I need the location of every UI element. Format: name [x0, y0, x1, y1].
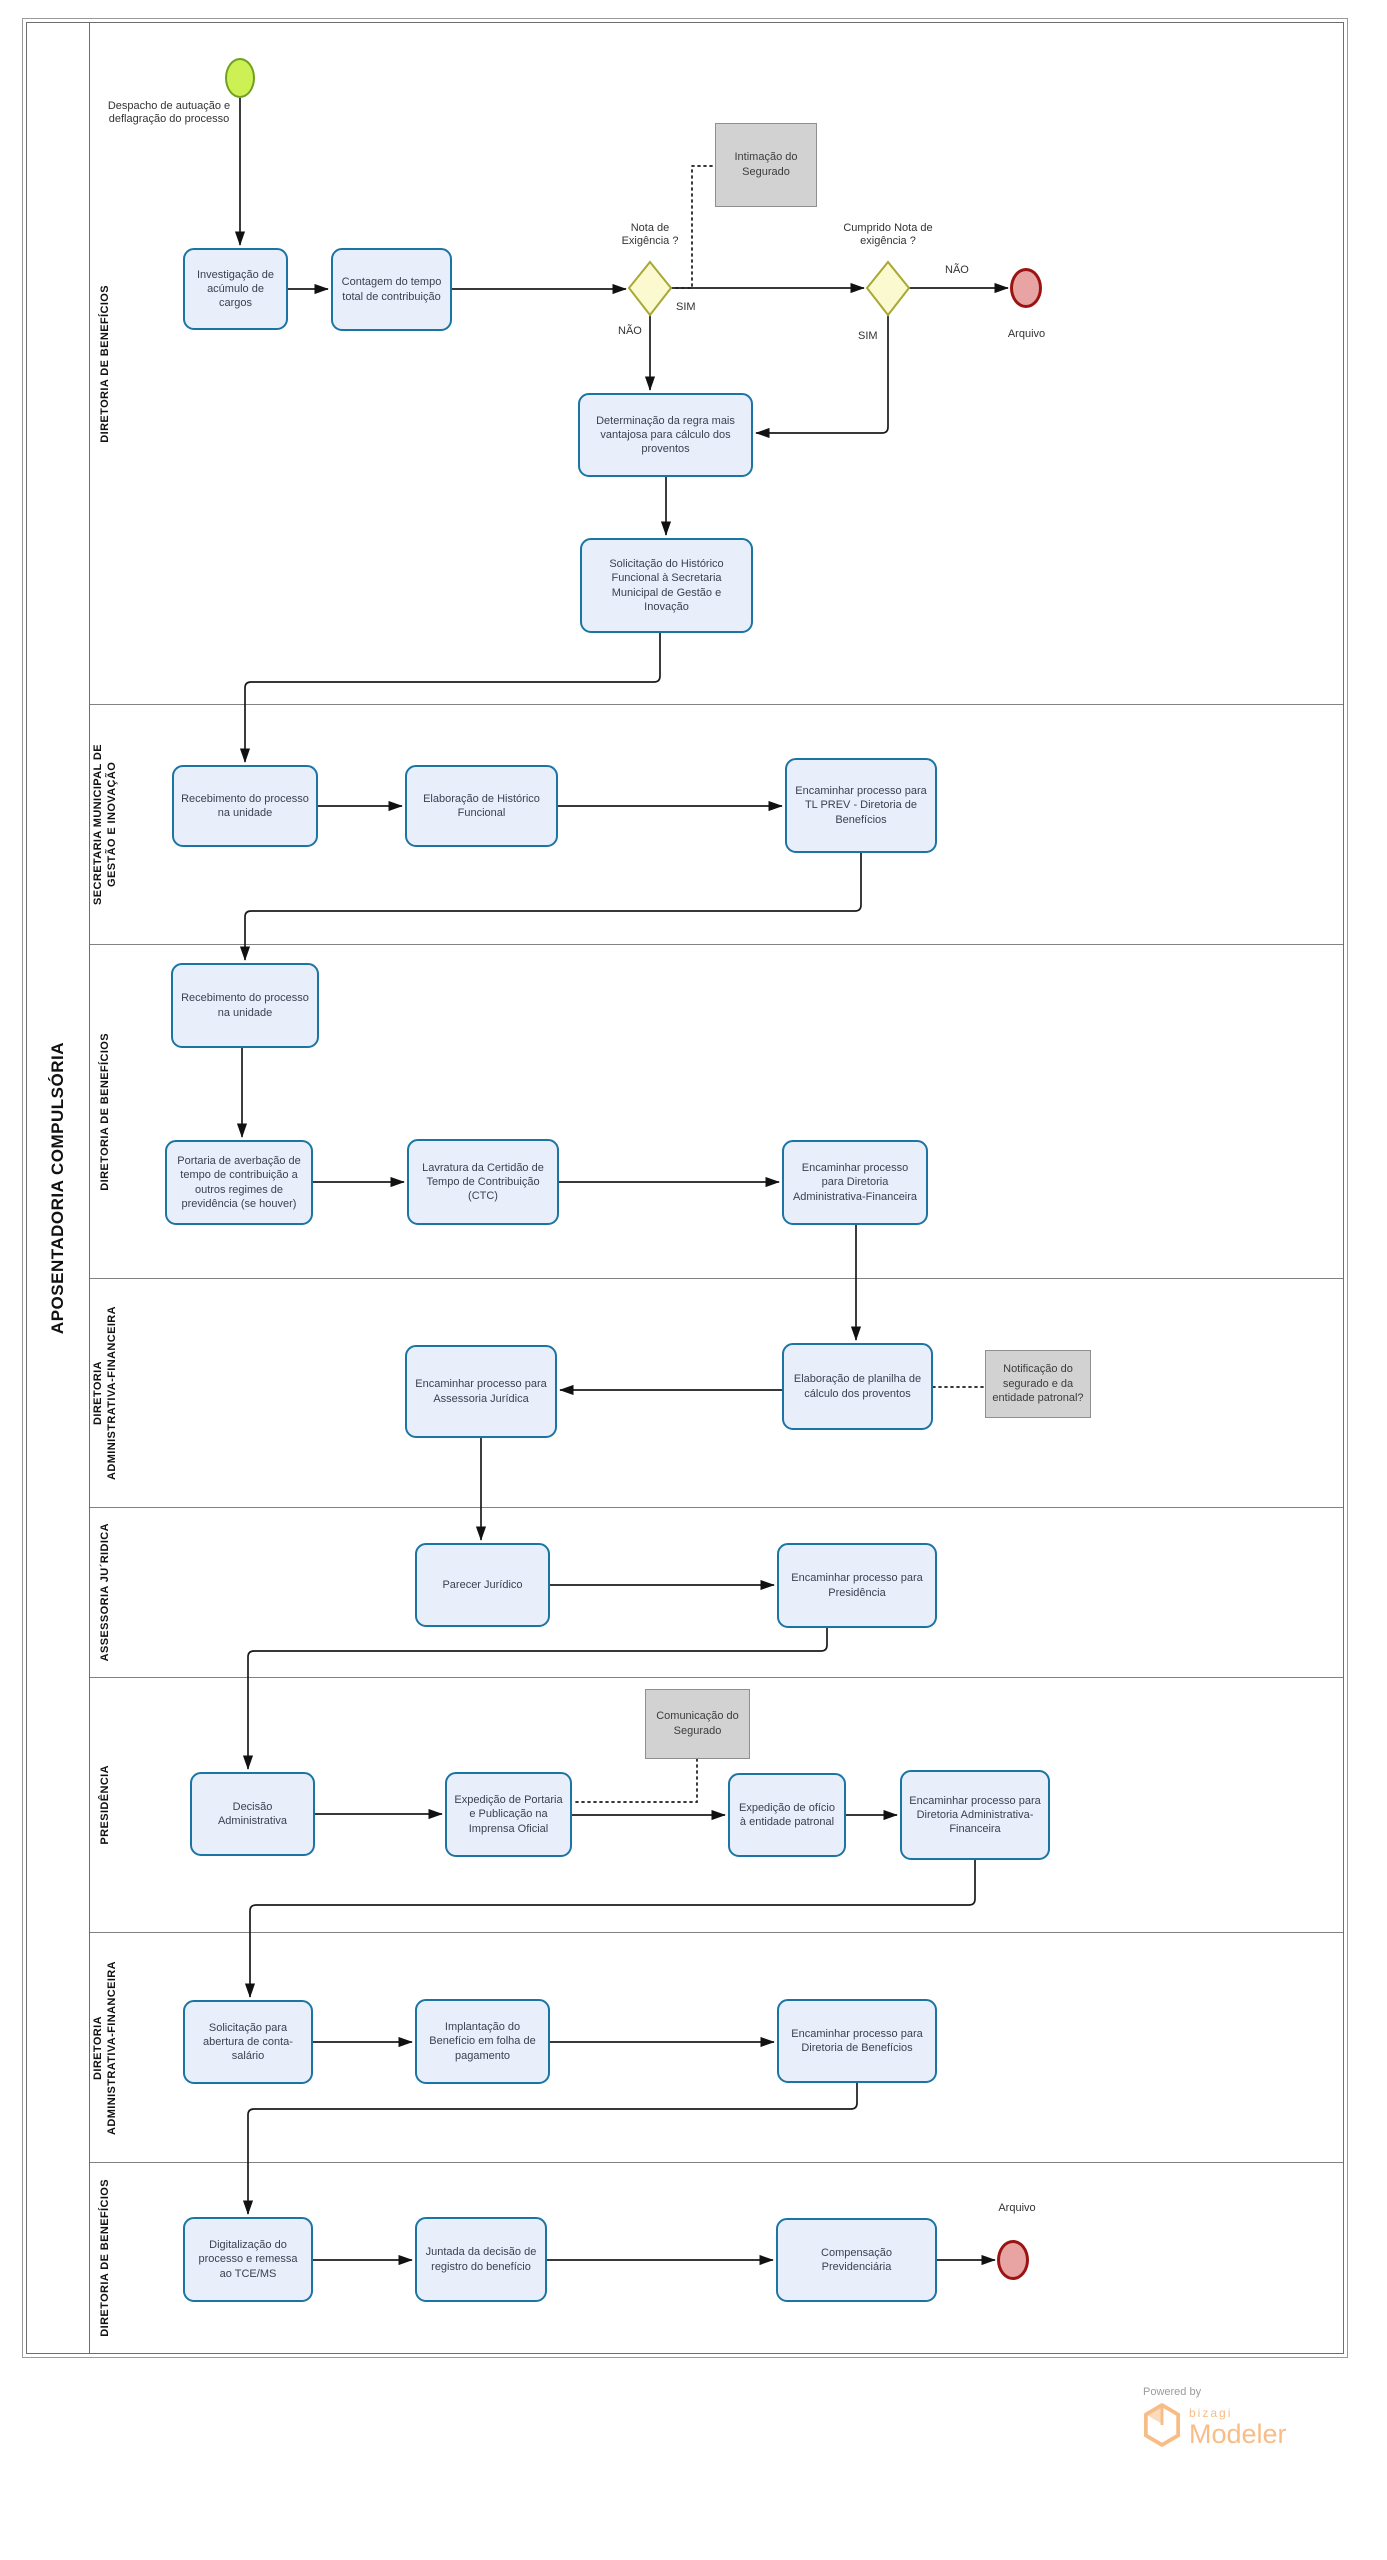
lane-label: DIRETORIA ADMINISTRATIVA-FINANCEIRA [92, 1306, 118, 1480]
task-determinacao-regra-vantajosa[interactable]: Determinação da regra mais vantajosa par… [578, 393, 753, 477]
task-encaminhar-presidencia[interactable]: Encaminhar processo para Presidência [777, 1543, 937, 1628]
end-event-arquivo-1[interactable] [1010, 268, 1042, 308]
pool-title: APOSENTADORIA COMPULSÓRIA [48, 1041, 67, 1335]
flow-label-nao-1: NÃO [618, 325, 642, 337]
task-portaria-averbacao[interactable]: Portaria de averbação de tempo de contri… [165, 1140, 313, 1225]
bizagi-hexagon-icon [1143, 2403, 1181, 2447]
end-event-arquivo-2[interactable] [997, 2240, 1029, 2280]
task-elaboracao-historico-funcional[interactable]: Elaboração de Histórico Funcional [405, 765, 558, 847]
lane-label: DIRETORIA DE BENEFÍCIOS [99, 284, 112, 443]
lane-label: ASSESSORIA JU´RIDICA [99, 1523, 112, 1662]
lane-label-holder: SECRETARIA MUNICIPAL DE GESTÃO E INOVAÇÃ… [91, 705, 121, 944]
bizagi-modeler-logo: bizagi Modeler [1143, 2402, 1287, 2448]
lane-label: DIRETORIA DE BENEFÍCIOS [99, 1032, 112, 1191]
lane-label: PRESIDÊNCIA [99, 1765, 112, 1845]
end-event-label-1: Arquivo [1007, 328, 1046, 340]
end-event-label-2: Arquivo [998, 2202, 1036, 2214]
lane-label-holder: ASSESSORIA JU´RIDICA [91, 1508, 121, 1677]
annotation-comunicacao-segurado[interactable]: Comunicação do Segurado [645, 1689, 750, 1759]
task-encaminhar-diretoria-adm-fin-1[interactable]: Encaminhar processo para Diretoria Admin… [782, 1140, 928, 1225]
task-encaminhar-assessoria-juridica[interactable]: Encaminhar processo para Assessoria Jurí… [405, 1345, 557, 1438]
annotation-intimacao-segurado[interactable]: Intimação do Segurado [715, 123, 817, 207]
lane-label: DIRETORIA ADMINISTRATIVA-FINANCEIRA [92, 1960, 118, 2135]
annotation-notificacao-segurado[interactable]: Notificação do segurado e da entidade pa… [985, 1350, 1091, 1418]
task-encaminhar-tlprev[interactable]: Encaminhar processo para TL PREV - Diret… [785, 758, 937, 853]
lane-label: SECRETARIA MUNICIPAL DE GESTÃO E INOVAÇÃ… [92, 744, 118, 905]
task-lavratura-ctc[interactable]: Lavratura da Certidão de Tempo de Contri… [407, 1139, 559, 1225]
flow-label-nao-2: NÃO [945, 264, 969, 276]
task-contagem-tempo-contribuicao[interactable]: Contagem do tempo total de contribuição [331, 248, 452, 331]
gateway-cumprido-label: Cumprido Nota de exigência ? [843, 222, 933, 248]
flow-label-sim-2: SIM [858, 330, 878, 342]
task-investigacao-acumulo-cargos[interactable]: Investigação de acúmulo de cargos [183, 248, 288, 330]
bizagi-wordmark: bizagi [1189, 2406, 1233, 2420]
task-implantacao-beneficio-folha[interactable]: Implantação do Benefício em folha de pag… [415, 1999, 550, 2084]
lane-label-holder: DIRETORIA DE BENEFÍCIOS [91, 2163, 121, 2353]
gateway-nota-label: Nota de Exigência ? [621, 222, 679, 248]
task-decisao-administrativa[interactable]: Decisão Administrativa [190, 1772, 315, 1856]
task-juntada-decisao-registro[interactable]: Juntada da decisão de registro do benefí… [415, 2217, 547, 2302]
task-digitalizacao-remessa-tcems[interactable]: Digitalização do processo e remessa ao T… [183, 2217, 313, 2302]
task-recebimento-processo-unidade-2[interactable]: Recebimento do processo na unidade [171, 963, 319, 1048]
task-solicitacao-conta-salario[interactable]: Solicitação para abertura de conta-salár… [183, 2000, 313, 2084]
start-event[interactable] [225, 58, 255, 98]
powered-by-text: Powered by [1143, 2386, 1202, 2398]
lane-assessoria-juridica: ASSESSORIA JU´RIDICA [90, 1508, 1343, 1678]
task-expedicao-oficio-patronal[interactable]: Expedição de ofício à entidade patronal [728, 1773, 846, 1857]
lane-diretoria-beneficios-1: DIRETORIA DE BENEFÍCIOS [90, 23, 1343, 705]
task-encaminhar-diretoria-adm-fin-2[interactable]: Encaminhar processo para Diretoria Admin… [900, 1770, 1050, 1860]
task-elaboracao-planilha-proventos[interactable]: Elaboração de planilha de cálculo dos pr… [782, 1343, 933, 1430]
task-expedicao-portaria-imprensa[interactable]: Expedição de Portaria e Publicação na Im… [445, 1772, 572, 1857]
flow-label-sim-1: SIM [676, 301, 696, 313]
lane-label-holder: PRESIDÊNCIA [91, 1678, 121, 1932]
lane-diretoria-beneficios-2: DIRETORIA DE BENEFÍCIOS [90, 945, 1343, 1279]
lane-diretoria-adm-financeira-1: DIRETORIA ADMINISTRATIVA-FINANCEIRA [90, 1279, 1343, 1508]
lane-label: DIRETORIA DE BENEFÍCIOS [99, 2179, 112, 2337]
pool-title-column: APOSENTADORIA COMPULSÓRIA [27, 23, 90, 2353]
modeler-wordmark: Modeler [1189, 2419, 1287, 2449]
task-compensacao-previdenciaria[interactable]: Compensação Previdenciária [776, 2218, 937, 2302]
task-solicitacao-historico-funcional[interactable]: Solicitação do Histórico Funcional à Sec… [580, 538, 753, 633]
task-encaminhar-diretoria-beneficios[interactable]: Encaminhar processo para Diretoria de Be… [777, 1999, 937, 2083]
lane-label-holder: DIRETORIA DE BENEFÍCIOS [91, 945, 121, 1278]
lane-label-holder: DIRETORIA ADMINISTRATIVA-FINANCEIRA [91, 1933, 121, 2162]
task-parecer-juridico[interactable]: Parecer Jurídico [415, 1543, 550, 1627]
start-event-label: Despacho de autuação e deflagração do pr… [107, 100, 231, 126]
brand-text-block: bizagi Modeler [1189, 2402, 1287, 2448]
lane-label-holder: DIRETORIA ADMINISTRATIVA-FINANCEIRA [91, 1279, 121, 1507]
task-recebimento-processo-unidade-1[interactable]: Recebimento do processo na unidade [172, 765, 318, 847]
